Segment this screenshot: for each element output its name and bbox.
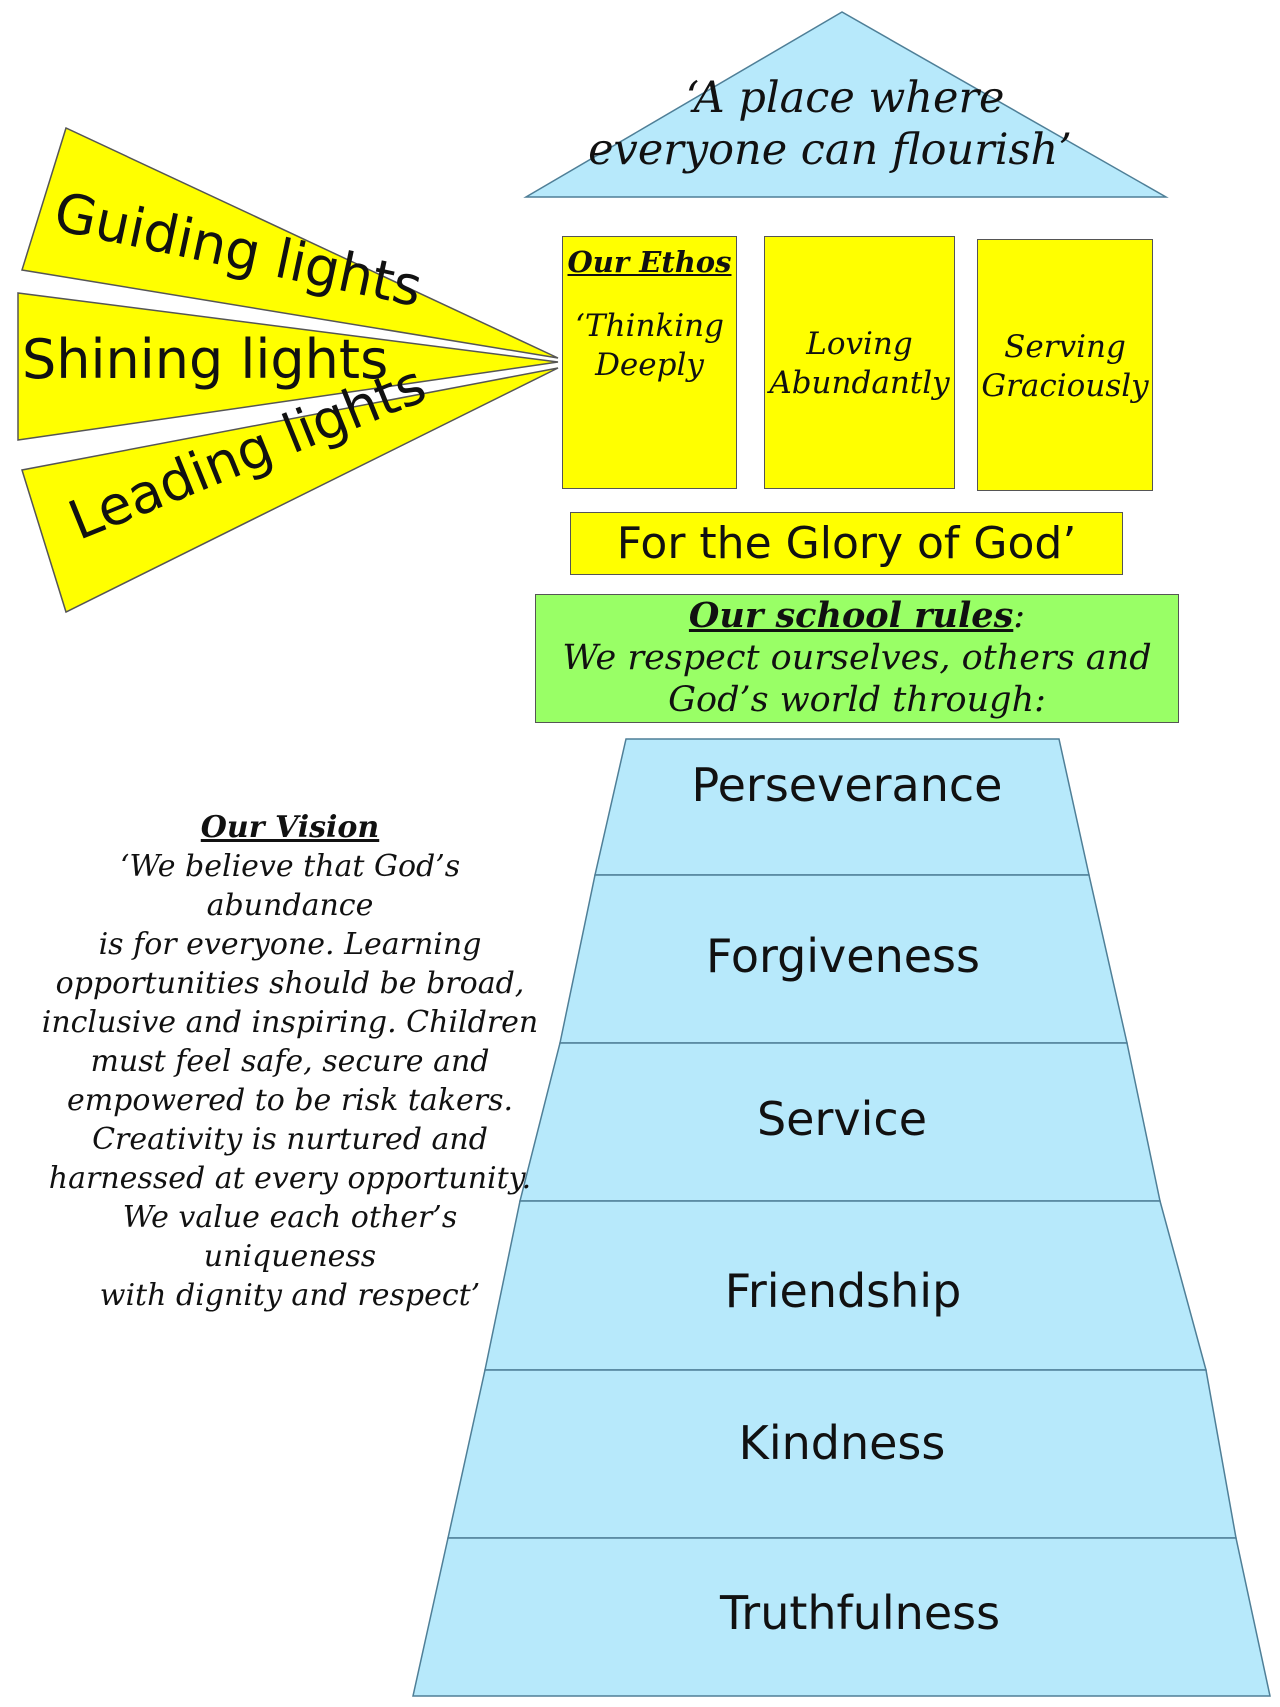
school-rules-colon: : [1013, 596, 1026, 636]
shining-lights-label: Shining lights [22, 328, 389, 391]
roof-tagline-line2: everyone can flourish’ [588, 125, 1072, 176]
shining-lights-ray [17, 292, 559, 441]
value-perseverance: Perseverance [691, 758, 1003, 812]
ethos-box-loving: Loving Abundantly [764, 236, 955, 489]
roof-tagline-line1: ‘A place where [685, 73, 1005, 123]
ethos-box-thinking: Our Ethos ‘Thinking Deeply [562, 236, 737, 489]
tower-band-truthfulness [412, 1537, 1271, 1697]
ethos-serving-line1: Serving [1004, 329, 1126, 365]
vision-line: Creativity is nurtured and [92, 1122, 488, 1157]
vision-line: empowered to be risk takers. [66, 1083, 514, 1118]
vision-heading: Our Vision [200, 810, 380, 845]
glory-box: For the Glory of God’ [570, 512, 1123, 575]
roof-tagline: ‘A place where everyone can flourish’ [588, 72, 1120, 177]
value-kindness: Kindness [738, 1416, 946, 1470]
leading-lights-ray [21, 367, 559, 614]
ethos-serving-line2: Graciously [981, 367, 1149, 404]
vision-statement: Our Vision ‘We believe that God’s abunda… [40, 808, 540, 1315]
ethos-box-serving: Serving Graciously [977, 239, 1153, 491]
vision-line: must feel safe, secure and [90, 1044, 490, 1079]
school-rules-box: Our school rules: We respect ourselves, … [535, 594, 1179, 723]
vision-line: with dignity and respect’ [99, 1278, 481, 1313]
school-rules-line1: We respect ourselves, others and [562, 638, 1152, 678]
ethos-thinking-line2: Deeply [595, 346, 704, 383]
ethos-heading: Our Ethos [567, 245, 732, 279]
vision-line: opportunities should be broad, [55, 966, 525, 1001]
roof-triangle [523, 11, 1169, 198]
value-service: Service [756, 1092, 927, 1146]
school-rules-heading-row: Our school rules: [536, 595, 1178, 637]
vision-line: inclusive and inspiring. Children [41, 1005, 539, 1040]
tower [412, 738, 1271, 1697]
ethos-thinking-line1: ‘Thinking [575, 308, 724, 344]
value-friendship: Friendship [724, 1264, 962, 1318]
vision-line: ‘We believe that God’s abundance [119, 849, 461, 923]
ethos-loving-line2: Abundantly [769, 364, 950, 401]
value-forgiveness: Forgiveness [706, 929, 980, 983]
value-truthfulness: Truthfulness [719, 1586, 1001, 1640]
school-rules-heading: Our school rules [688, 595, 1014, 636]
school-rules-line2: God’s world through: [668, 680, 1046, 720]
vision-line: harnessed at every opportunity. [48, 1161, 532, 1196]
ethos-loving-line1: Loving [806, 326, 913, 362]
vision-line: is for everyone. Learning [98, 927, 482, 962]
vision-line: We value each other’s uniqueness [122, 1200, 458, 1274]
guiding-lights-ray [21, 126, 559, 359]
